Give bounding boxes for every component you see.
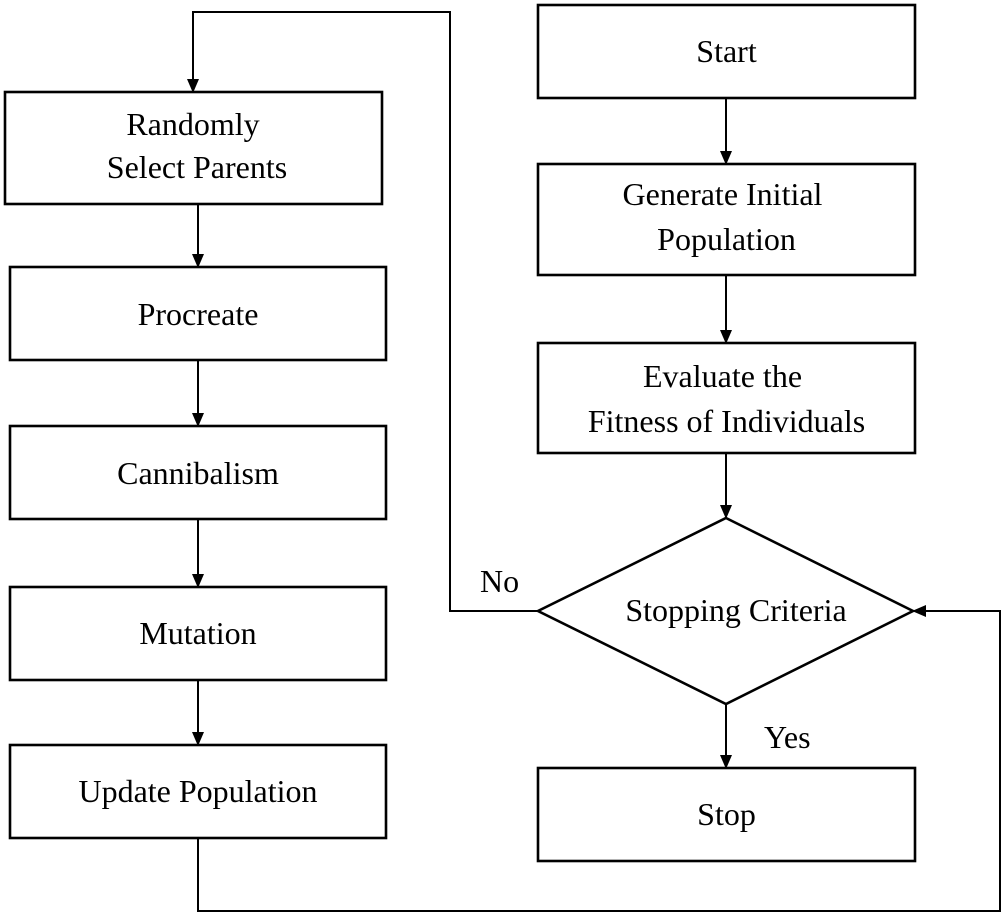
no-label: No: [480, 563, 519, 599]
stopping-criteria-decision: Stopping Criteria: [535, 516, 916, 706]
generate-population-label: Generate Initial Population: [623, 176, 831, 257]
start-label: Start: [696, 33, 757, 69]
evaluate-fitness-label: Evaluate the Fitness of Individuals: [588, 358, 865, 439]
cannibalism-label: Cannibalism: [117, 455, 279, 491]
update-population-label: Update Population: [78, 773, 317, 809]
select-parents-label: Randomly Select Parents: [107, 106, 287, 185]
mutation-label: Mutation: [139, 615, 256, 651]
mutation-node: Mutation: [8, 585, 388, 682]
stop-label: Stop: [697, 796, 756, 832]
procreate-label: Procreate: [138, 296, 259, 332]
evaluate-fitness-node: Evaluate the Fitness of Individuals: [536, 341, 917, 455]
generate-population-node: Generate Initial Population: [536, 162, 917, 277]
yes-label: Yes: [764, 719, 811, 755]
cannibalism-node: Cannibalism: [8, 424, 388, 521]
start-node: Start: [536, 3, 917, 100]
arrow-update-to-criteria: [197, 605, 1001, 912]
stopping-criteria-label: Stopping Criteria: [625, 592, 846, 628]
procreate-node: Procreate: [8, 265, 388, 362]
stop-node: Stop: [536, 766, 917, 863]
update-population-node: Update Population: [8, 743, 388, 840]
select-parents-node: Randomly Select Parents: [3, 90, 384, 206]
arrow-no-to-select-parents: [187, 11, 538, 612]
